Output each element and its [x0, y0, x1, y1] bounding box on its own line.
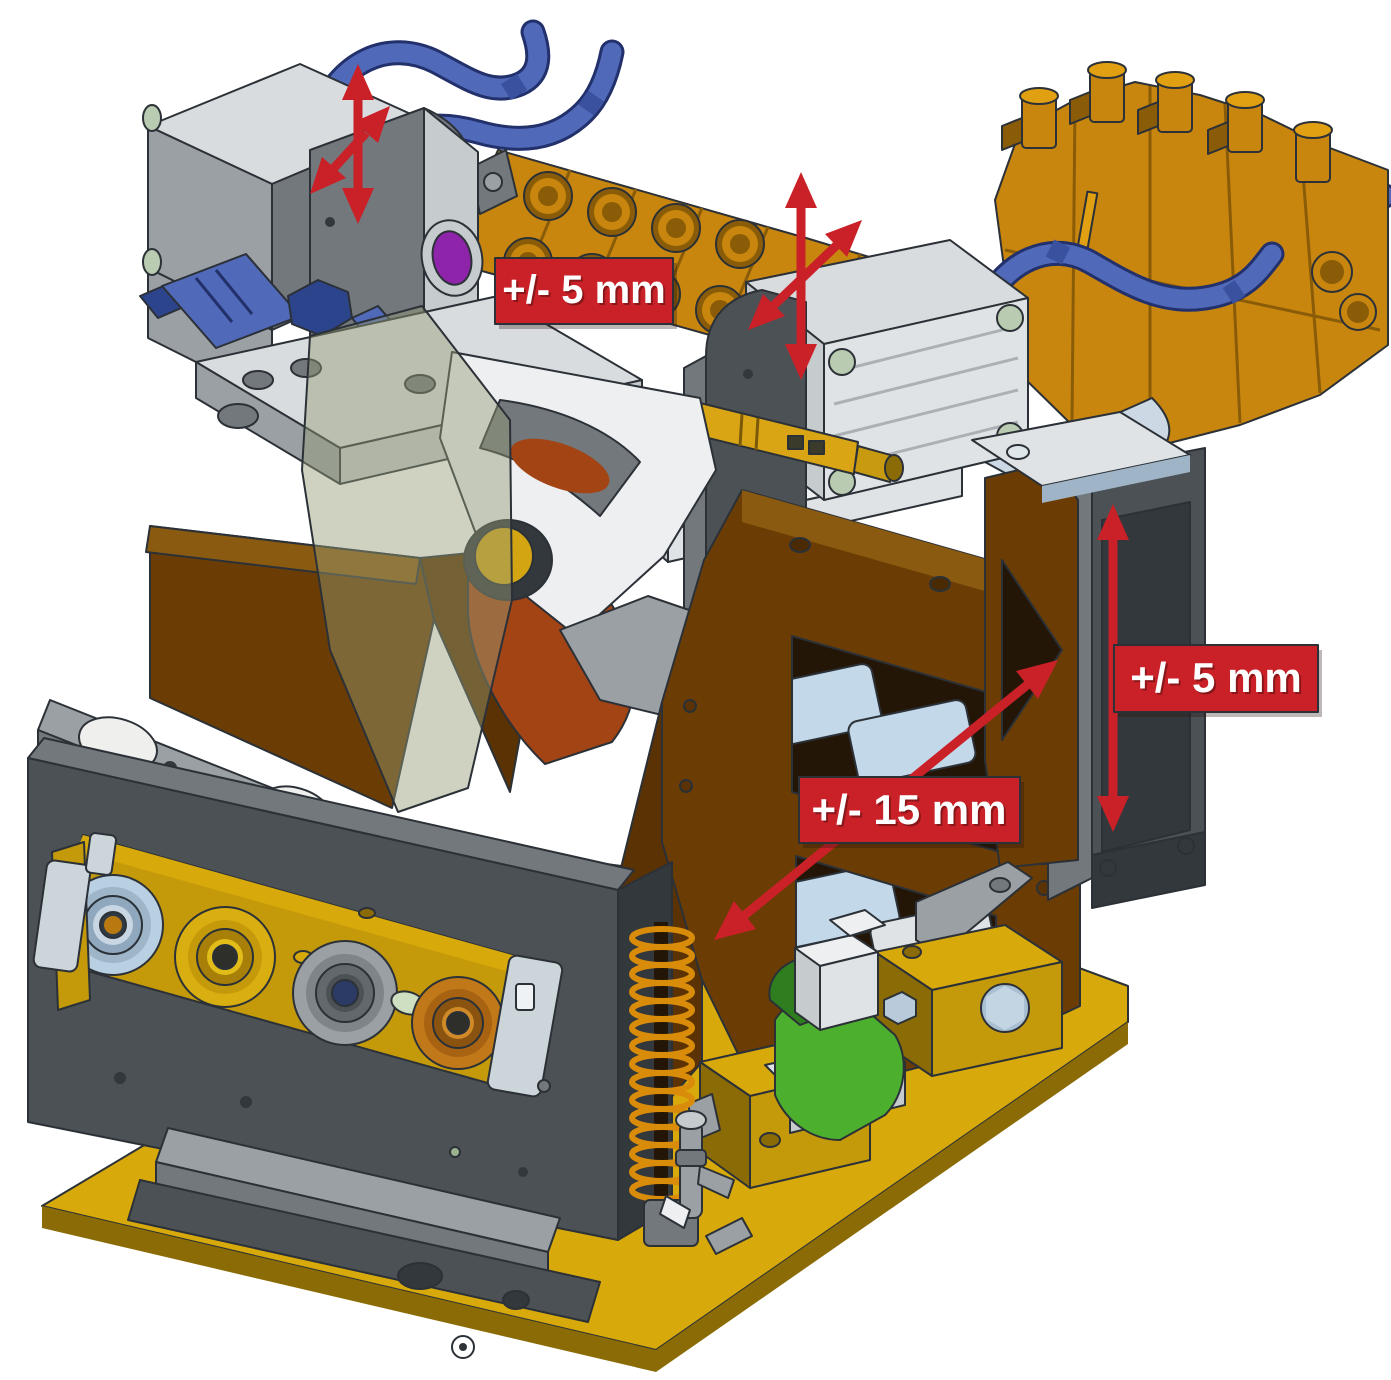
guide-roller-gold: [174, 906, 276, 1008]
annotations: +/- 5 mm +/- 5 mm +/- 5 mm +/- 5 mm +/- …: [310, 64, 1322, 940]
svg-text:+/- 5 mm: +/- 5 mm: [504, 270, 667, 314]
foot-rail: [127, 1127, 601, 1323]
inductive-sensor-yellow: [683, 399, 904, 483]
guide-roller-gray: [292, 940, 398, 1046]
camera-lens: [431, 230, 473, 286]
end-clip-right: [486, 954, 564, 1098]
tolerance-label-center: +/- 15 mm +/- 15 mm: [798, 776, 1024, 848]
tolerance-arrow-center-bracket: [748, 172, 862, 380]
solenoid-valve-green: [764, 909, 917, 1141]
svg-text:+/- 5 mm: +/- 5 mm: [1132, 656, 1304, 703]
svg-text:+/- 15 mm: +/- 15 mm: [814, 788, 1009, 835]
pneumatic-manifold: [972, 61, 1391, 493]
valve-connector-white: [794, 909, 886, 1031]
shock-absorber: [659, 1110, 735, 1229]
spring-and-actuator: [629, 922, 753, 1255]
spring-tower: [971, 411, 1206, 909]
cable-connector-blue: [139, 253, 393, 349]
small-tab: [705, 1217, 753, 1255]
motor-screws: [828, 304, 1024, 496]
svg-text:+/- 15 mm: +/- 15 mm: [812, 786, 1007, 833]
tolerance-label-top-left: +/- 5 mm +/- 5 mm: [494, 257, 677, 329]
guide-roller-copper: [411, 976, 505, 1070]
base-plate-items: [687, 861, 1063, 1189]
cable-gland: [142, 104, 162, 132]
svg-text:+/- 5 mm: +/- 5 mm: [502, 268, 665, 312]
tolerance-arrow-sensor: [310, 64, 390, 224]
elbow-fittings: [1001, 61, 1333, 183]
tolerance-label-right: +/- 5 mm +/- 5 mm: [1113, 644, 1322, 717]
hex-fitting: [883, 991, 917, 1025]
end-clip-left: [32, 832, 118, 1011]
svg-text:+/- 5 mm: +/- 5 mm: [1130, 654, 1302, 701]
machined-arm-white: [439, 351, 717, 637]
gold-cap: [474, 526, 534, 586]
translucent-bracket: [301, 305, 513, 813]
origin-marker: [451, 1335, 475, 1359]
